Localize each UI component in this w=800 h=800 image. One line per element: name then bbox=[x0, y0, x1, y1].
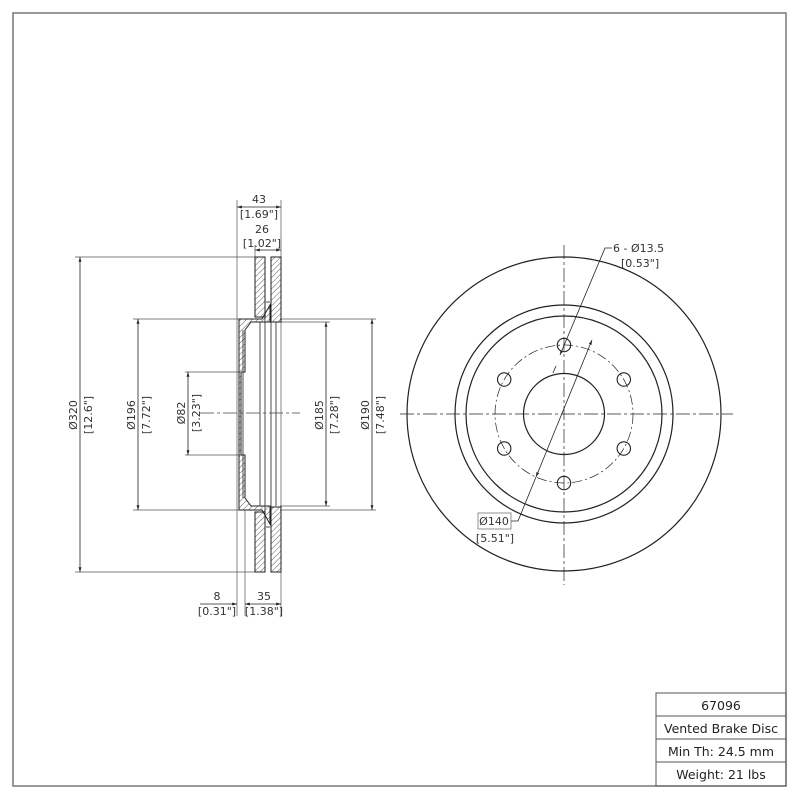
dim-hat-diameter-mm: Ø196 bbox=[125, 400, 138, 430]
title-block bbox=[655, 692, 787, 787]
title-description: Vented Brake Disc bbox=[664, 721, 778, 736]
side-section-view bbox=[75, 200, 376, 616]
dim-center-bore-in: [3.23"] bbox=[190, 394, 203, 432]
title-min-thickness: Min Th: 24.5 mm bbox=[668, 744, 774, 759]
dim-hat-thickness-in: [0.31"] bbox=[198, 605, 236, 618]
dim-inner-diameter-2-mm: Ø190 bbox=[359, 400, 372, 430]
dim-hat-thickness-mm: 8 bbox=[214, 590, 221, 603]
title-weight: Weight: 21 lbs bbox=[676, 767, 766, 782]
dim-outer-diameter-mm: Ø320 bbox=[67, 400, 80, 430]
dim-inner-diameter-1-mm: Ø185 bbox=[313, 400, 326, 430]
dim-overall-height-in: [1.69"] bbox=[240, 208, 278, 221]
dim-disc-thickness-in: [1.02"] bbox=[243, 237, 281, 250]
drawing-frame bbox=[12, 12, 787, 787]
bolt-circle-basic-box bbox=[477, 512, 512, 530]
dim-outer-diameter-in: [12.6"] bbox=[82, 396, 95, 434]
dim-offset-in: [1.38"] bbox=[245, 605, 283, 618]
dim-hat-diameter-in: [7.72"] bbox=[140, 396, 153, 434]
dim-inner-diameter-1-in: [7.28"] bbox=[328, 396, 341, 434]
dim-overall-height-mm: 43 bbox=[252, 193, 266, 206]
dim-center-bore-mm: Ø82 bbox=[175, 402, 188, 425]
title-part-number: 67096 bbox=[701, 698, 741, 713]
dim-bolt-circle-in: [5.51"] bbox=[476, 532, 514, 545]
dim-bolt-holes-mm: 6 - Ø13.5 bbox=[613, 242, 664, 255]
front-view bbox=[400, 245, 733, 585]
dim-bolt-holes-in: [0.53"] bbox=[621, 257, 659, 270]
dim-offset-mm: 35 bbox=[257, 590, 271, 603]
dim-disc-thickness-mm: 26 bbox=[255, 223, 269, 236]
dim-inner-diameter-2-in: [7.48"] bbox=[374, 396, 387, 434]
dim-bolt-circle-mm: Ø140 bbox=[479, 515, 509, 528]
